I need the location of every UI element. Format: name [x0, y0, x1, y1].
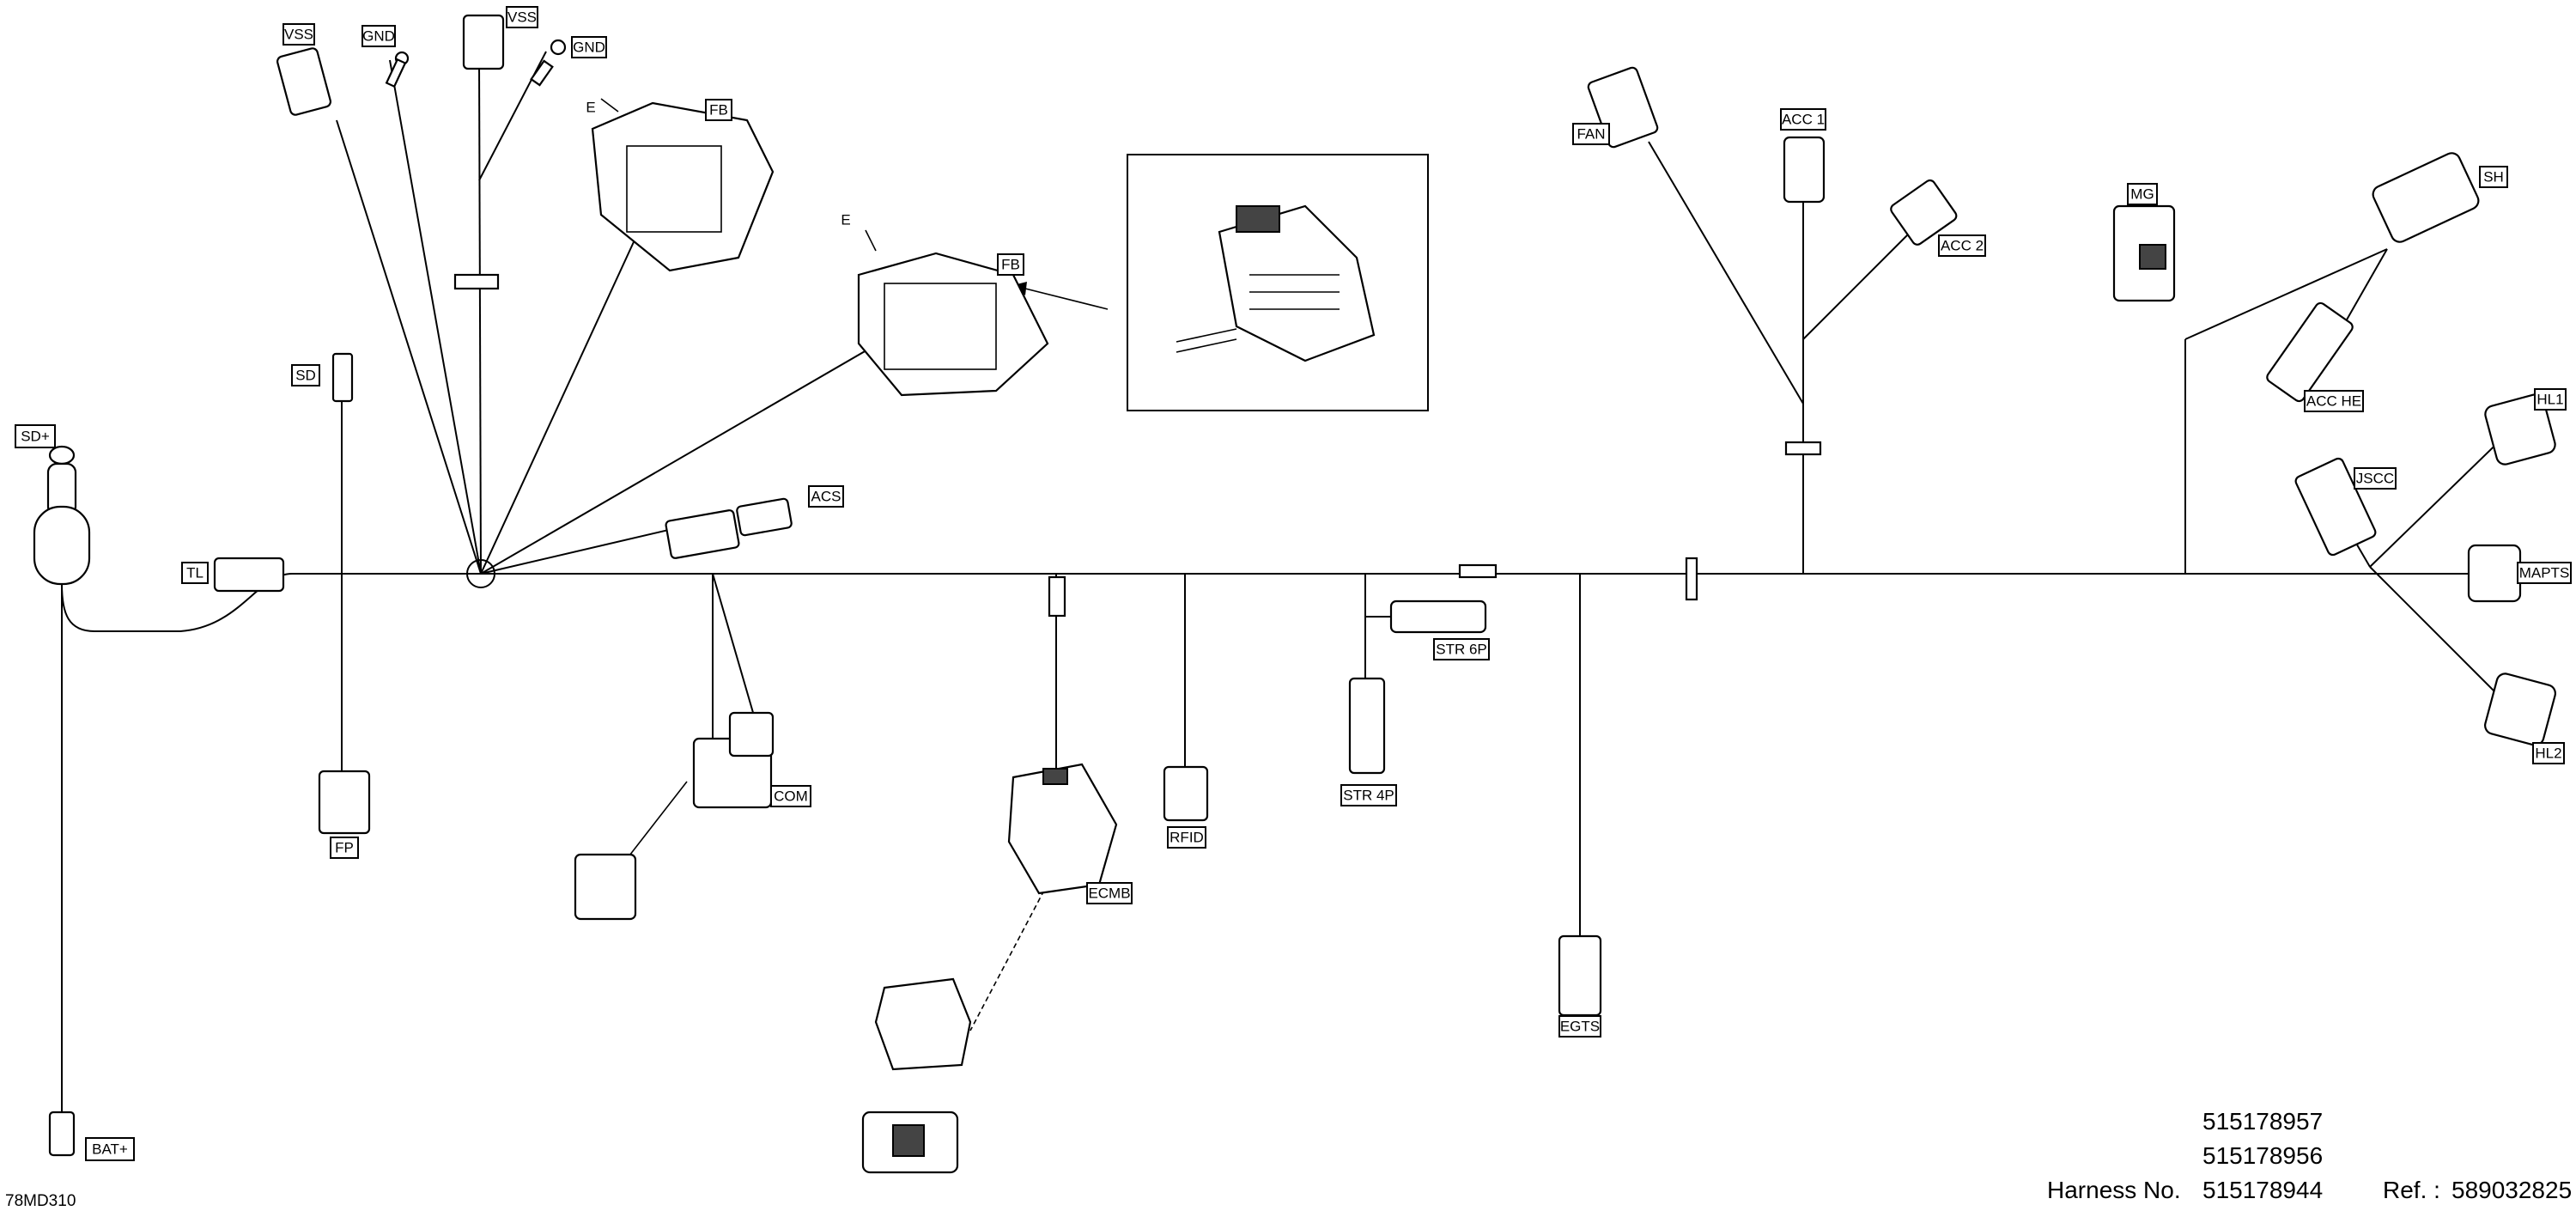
- svg-text:ACS: ACS: [811, 489, 841, 505]
- label-acs: ACS: [808, 485, 844, 508]
- label-hl1: HL1: [2534, 388, 2567, 411]
- label-fan: FAN: [1572, 123, 1610, 145]
- label-acc1: ACC 1: [1780, 108, 1826, 131]
- label-egts: EGTS: [1558, 1015, 1601, 1038]
- svg-text:GND: GND: [573, 40, 605, 56]
- svg-text:STR 4P: STR 4P: [1343, 788, 1394, 804]
- drawing-code: 78MD310: [5, 1192, 76, 1210]
- label-rfid: RFID: [1167, 826, 1206, 849]
- svg-text:ACC 1: ACC 1: [1782, 112, 1825, 128]
- svg-text:STR 6P: STR 6P: [1436, 642, 1487, 658]
- connector-labels: VSS GND VSS GND FB E FB E SD SD+ TL FP A…: [15, 6, 2572, 1161]
- svg-text:EGTS: EGTS: [1560, 1019, 1600, 1035]
- svg-text:RFID: RFID: [1170, 830, 1204, 846]
- label-str6p: STR 6P: [1433, 638, 1490, 660]
- label-com: COM: [770, 785, 811, 807]
- label-acche: ACC HE: [2304, 390, 2364, 412]
- label-jscc: JSCC: [2354, 467, 2397, 490]
- svg-text:SH: SH: [2483, 169, 2504, 186]
- svg-text:FAN: FAN: [1577, 126, 1605, 143]
- svg-text:TL: TL: [186, 565, 204, 581]
- junction-point: [466, 559, 495, 588]
- label-acc2: ACC 2: [1938, 234, 1986, 257]
- label-e-1: E: [586, 100, 595, 116]
- label-mapts: MAPTS: [2517, 562, 2572, 584]
- svg-text:JSCC: JSCC: [2356, 471, 2394, 487]
- label-mg: MG: [2127, 183, 2158, 205]
- label-str4p: STR 4P: [1340, 784, 1397, 806]
- label-sd-plus: SD+: [15, 424, 56, 448]
- svg-text:VSS: VSS: [284, 27, 313, 43]
- svg-text:VSS: VSS: [507, 9, 537, 26]
- label-fb-1: FB: [705, 99, 732, 121]
- label-e-2: E: [841, 212, 850, 228]
- label-sh: SH: [2479, 166, 2508, 188]
- label-tl: TL: [181, 562, 209, 584]
- svg-text:COM: COM: [774, 788, 808, 805]
- part-number-2: 515178956: [2202, 1142, 2324, 1169]
- svg-text:HL2: HL2: [2535, 745, 2561, 762]
- ref-value: 589032825: [2451, 1177, 2573, 1203]
- svg-text:MAPTS: MAPTS: [2519, 565, 2570, 581]
- label-gnd-2: GND: [571, 36, 607, 58]
- svg-text:FP: FP: [335, 840, 354, 856]
- harness-label: Harness No.: [2047, 1177, 2181, 1203]
- svg-text:FB: FB: [709, 102, 728, 119]
- svg-text:SD: SD: [295, 368, 316, 384]
- svg-text:HL1: HL1: [2537, 392, 2563, 408]
- label-vss-1: VSS: [283, 23, 315, 46]
- svg-text:SD+: SD+: [21, 429, 50, 445]
- label-bat-plus: BAT+: [85, 1137, 135, 1161]
- label-vss-2: VSS: [506, 6, 538, 28]
- label-fp: FP: [330, 837, 359, 859]
- svg-text:BAT+: BAT+: [92, 1141, 128, 1158]
- svg-text:MG: MG: [2130, 186, 2154, 203]
- ref-label: Ref. :: [2383, 1177, 2440, 1203]
- svg-text:FB: FB: [1001, 257, 1020, 273]
- label-sd: SD: [291, 364, 320, 386]
- connector-icons: [33, 14, 2556, 1174]
- main-trunk: [61, 573, 2473, 632]
- svg-text:GND: GND: [362, 28, 395, 45]
- label-fb-2: FB: [997, 253, 1024, 276]
- label-gnd-1: GND: [361, 25, 396, 47]
- detail-inset: [1127, 154, 1429, 411]
- svg-text:ACC 2: ACC 2: [1941, 238, 1984, 254]
- svg-text:ECMB: ECMB: [1088, 885, 1130, 902]
- part-number-1: 515178957: [2202, 1108, 2324, 1135]
- svg-text:ACC HE: ACC HE: [2306, 393, 2361, 410]
- label-ecmb: ECMB: [1086, 882, 1133, 904]
- label-hl2: HL2: [2532, 742, 2565, 764]
- part-number-3: 515178944: [2202, 1177, 2324, 1203]
